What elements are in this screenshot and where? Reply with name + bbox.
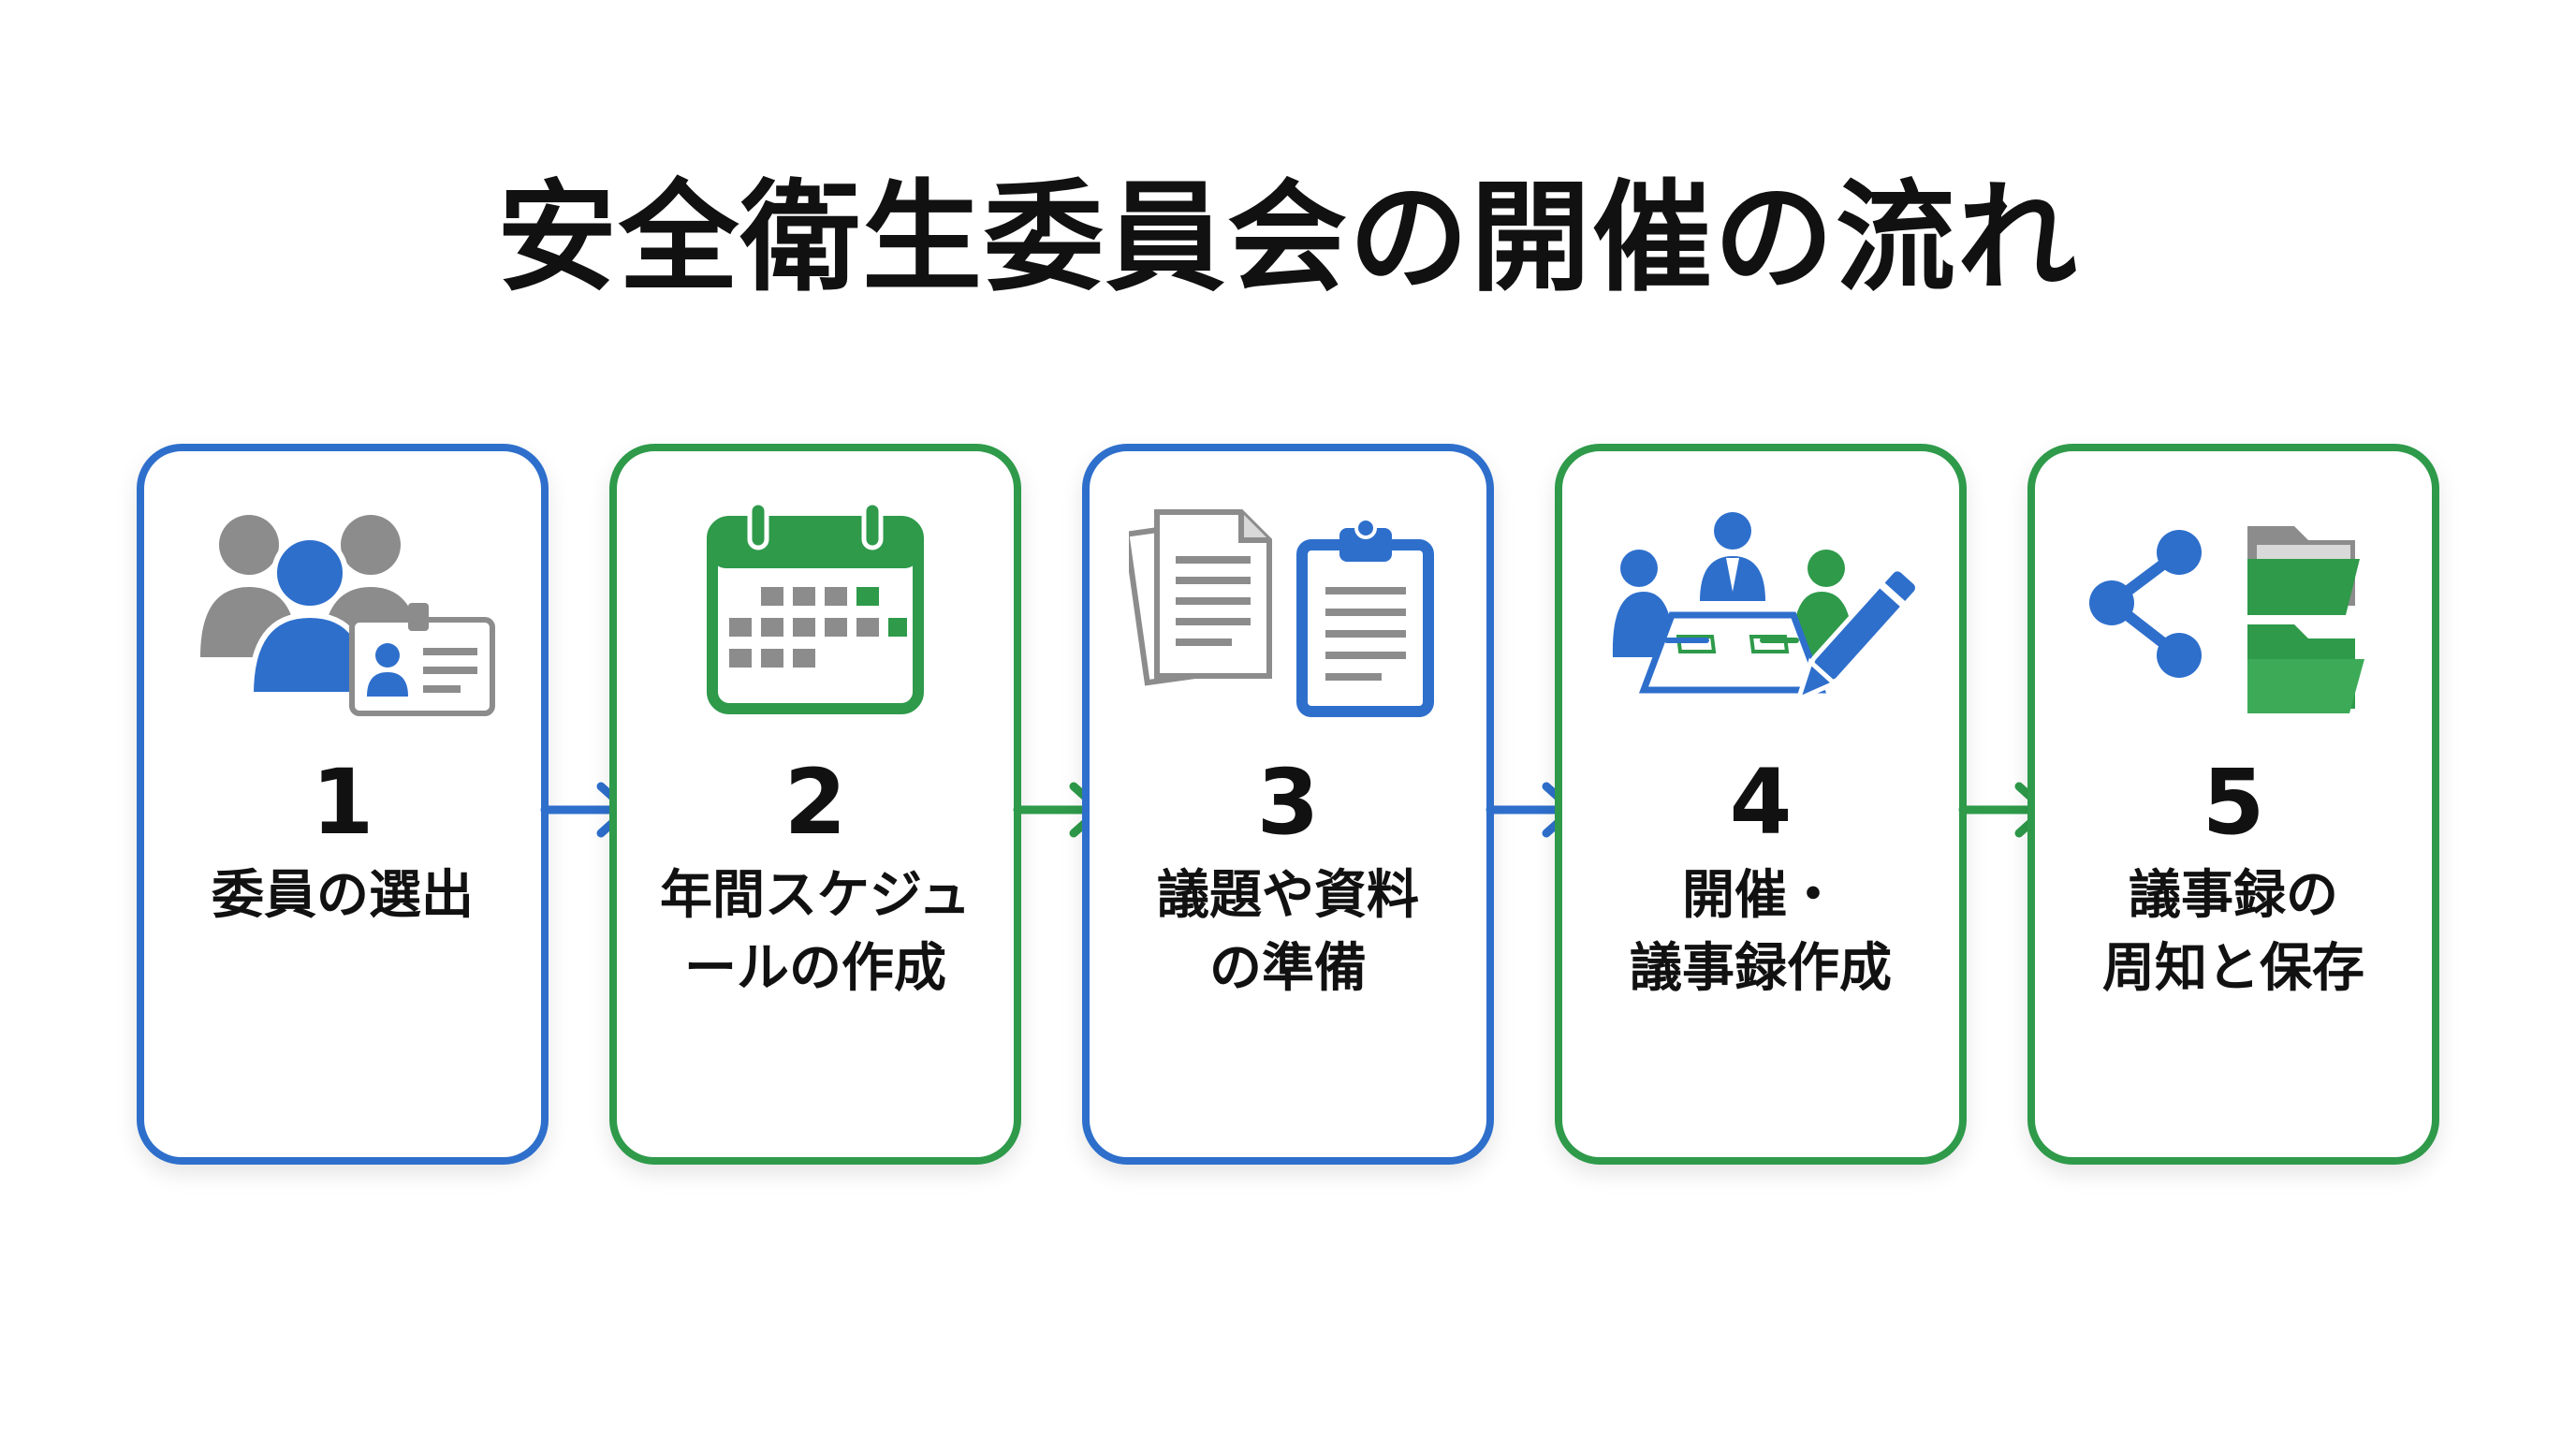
step-number-4: 4 (1729, 750, 1793, 855)
step-label-3: 議題や資料 の準備 (1105, 859, 1471, 1005)
committee-members-icon (183, 498, 502, 723)
page-title: 安全衛生委員会の開催の流れ (496, 169, 2079, 308)
meeting-pen-icon (1602, 498, 1920, 723)
step-number-1: 1 (311, 750, 374, 855)
calendar-icon (656, 498, 974, 723)
share-folders-icon (2074, 498, 2393, 723)
step-label-5-line-2: 周知と保存 (2102, 938, 2364, 999)
step-label-2-line-1: 年間スケジュ (659, 865, 972, 926)
step-label-2: 年間スケジュ ールの作成 (632, 859, 999, 1005)
step-label-1-line-1: 委員の選出 (212, 865, 474, 926)
step-card-1: 1 委員の選出 (137, 444, 549, 1165)
step-label-4-line-2: 議事録作成 (1630, 938, 1892, 999)
step-label-2-line-2: ールの作成 (684, 938, 946, 999)
step-label-4-line-1: 開催・ (1682, 865, 1839, 926)
step-label-1: 委員の選出 (159, 859, 526, 932)
step-number-2: 2 (783, 750, 847, 855)
step-number-3: 3 (1256, 750, 1320, 855)
step-number-5: 5 (2202, 750, 2265, 855)
step-card-2: 2 年間スケジュ ールの作成 (609, 444, 1021, 1165)
step-label-3-line-2: の準備 (1209, 938, 1367, 999)
step-card-4: 4 開催・ 議事録作成 (1555, 444, 1967, 1165)
step-label-5-line-1: 議事録の (2129, 865, 2338, 926)
documents-clipboard-icon (1129, 498, 1447, 723)
step-card-5: 5 議事録の 周知と保存 (2027, 444, 2439, 1165)
step-label-5: 議事録の 周知と保存 (2050, 859, 2417, 1005)
step-card-3: 3 議題や資料 の準備 (1082, 444, 1494, 1165)
step-label-3-line-1: 議題や資料 (1157, 865, 1419, 926)
step-label-4: 開催・ 議事録作成 (1577, 859, 1944, 1005)
